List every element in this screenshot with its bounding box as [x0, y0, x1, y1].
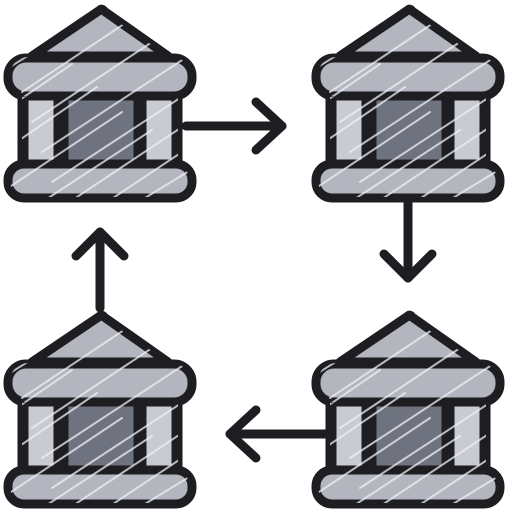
arrow-up-icon [71, 227, 129, 313]
arrow-left-icon [225, 405, 331, 463]
bank-building-top-left-icon [2, 0, 212, 212]
bank-building-bottom-right-icon [310, 298, 512, 512]
arrow-down-icon [379, 197, 437, 283]
bank-building-top-right-icon [310, 0, 512, 212]
arrow-right-icon [181, 97, 287, 155]
bank-building-bottom-left-icon [2, 298, 212, 512]
